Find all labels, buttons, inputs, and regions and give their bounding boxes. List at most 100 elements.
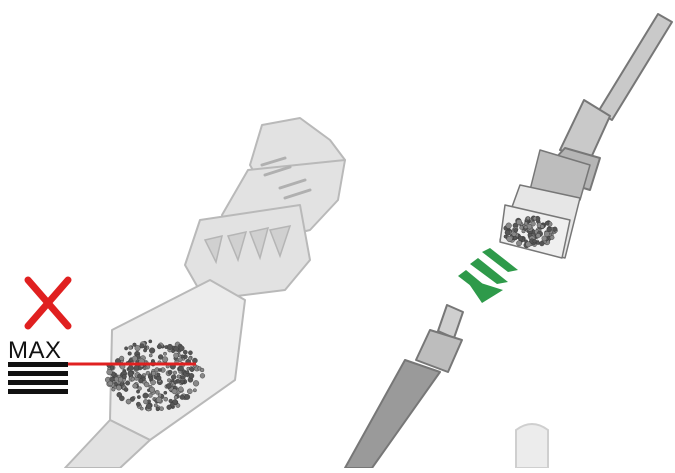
- debris-particle: [544, 231, 549, 236]
- debris-particle: [167, 344, 173, 350]
- debris-particle: [536, 233, 541, 238]
- debris-particle: [164, 391, 167, 394]
- debris-particle: [112, 388, 116, 392]
- debris-particle: [140, 344, 144, 348]
- debris-particle: [516, 219, 521, 224]
- debris-particle: [533, 217, 537, 221]
- debris-particle: [550, 235, 554, 239]
- max-label: MAX: [8, 339, 62, 363]
- debris-particle: [142, 377, 145, 380]
- debris-particle: [545, 221, 549, 225]
- debris-particle: [540, 225, 544, 229]
- debris-particle: [172, 389, 177, 394]
- debris-particle: [140, 407, 143, 410]
- debris-particle: [166, 383, 171, 388]
- debris-particle: [192, 358, 197, 363]
- debris-particle: [158, 368, 161, 371]
- debris-particle: [158, 394, 162, 398]
- debris-particle: [154, 404, 157, 407]
- debris-particle: [133, 384, 138, 389]
- debris-particle: [156, 407, 160, 411]
- debris-particle: [144, 382, 149, 387]
- debris-particle: [164, 397, 168, 401]
- debris-particle: [200, 373, 205, 378]
- debris-particle: [136, 402, 140, 406]
- debris-particle: [128, 371, 133, 376]
- debris-particle: [181, 376, 185, 380]
- debris-particle: [180, 395, 185, 400]
- debris-particle: [179, 346, 184, 351]
- debris-particle: [119, 356, 124, 361]
- debris-particle: [539, 241, 544, 246]
- debris-particle: [174, 396, 177, 399]
- debris-particle: [128, 352, 132, 356]
- debris-particle: [124, 388, 128, 392]
- debris-particle: [505, 230, 510, 235]
- debris-particle: [117, 392, 122, 397]
- debris-particle: [174, 380, 178, 384]
- debris-particle: [173, 371, 177, 375]
- debris-particle: [507, 236, 513, 242]
- debris-particle: [120, 382, 123, 385]
- debris-particle: [148, 393, 152, 397]
- debris-particle: [134, 365, 139, 370]
- debris-particle: [107, 369, 113, 375]
- debris-particle: [178, 358, 182, 362]
- left-vacuum: [65, 118, 345, 468]
- debris-particle: [504, 235, 507, 238]
- debris-particle: [185, 394, 190, 399]
- debris-particle: [171, 375, 176, 380]
- debris-particle: [122, 374, 126, 378]
- debris-particle: [553, 227, 557, 231]
- debris-particle: [186, 371, 189, 374]
- debris-particle: [157, 344, 161, 348]
- debris-particle: [132, 356, 137, 361]
- right-lower-wand: [345, 305, 463, 468]
- debris-particle: [160, 407, 164, 411]
- debris-particle: [518, 236, 523, 241]
- debris-particle: [526, 217, 529, 220]
- debris-particle: [126, 399, 131, 404]
- debris-particle: [189, 373, 194, 378]
- right-accessory: [516, 424, 548, 468]
- debris-particle: [183, 350, 187, 354]
- debris-particle: [190, 367, 194, 371]
- debris-particle: [512, 232, 516, 236]
- debris-particle: [128, 346, 132, 350]
- debris-particle: [149, 348, 155, 354]
- debris-particle: [162, 357, 168, 363]
- debris-particle: [128, 365, 133, 370]
- debris-particle: [124, 347, 127, 350]
- debris-particle: [138, 387, 142, 391]
- debris-particle: [167, 405, 172, 410]
- debris-particle: [524, 222, 527, 225]
- debris-particle: [178, 387, 183, 392]
- debris-particle: [188, 351, 192, 355]
- debris-particle: [506, 223, 512, 229]
- debris-particle: [146, 403, 151, 408]
- debris-particle: [149, 340, 152, 343]
- debris-particle: [177, 375, 181, 379]
- arrow-icon: [458, 248, 518, 303]
- debris-particle: [156, 397, 162, 403]
- debris-particle: [167, 379, 171, 383]
- debris-particle: [171, 350, 174, 353]
- debris-particle: [151, 371, 155, 375]
- debris-particle: [149, 354, 152, 357]
- cross-icon: [28, 280, 68, 326]
- debris-particle: [547, 227, 552, 232]
- debris-particle: [527, 224, 532, 229]
- debris-particle: [193, 380, 199, 386]
- debris-particle: [110, 366, 114, 370]
- debris-particle: [188, 357, 192, 361]
- debris-particle: [108, 381, 113, 386]
- debris-particle: [174, 353, 179, 358]
- debris-particle: [143, 393, 149, 399]
- max-level-lines-icon: [8, 362, 68, 394]
- debris-particle: [137, 374, 141, 378]
- debris-particle: [179, 366, 184, 371]
- debris-particle: [536, 241, 539, 244]
- debris-particle: [131, 377, 135, 381]
- debris-particle: [149, 387, 154, 392]
